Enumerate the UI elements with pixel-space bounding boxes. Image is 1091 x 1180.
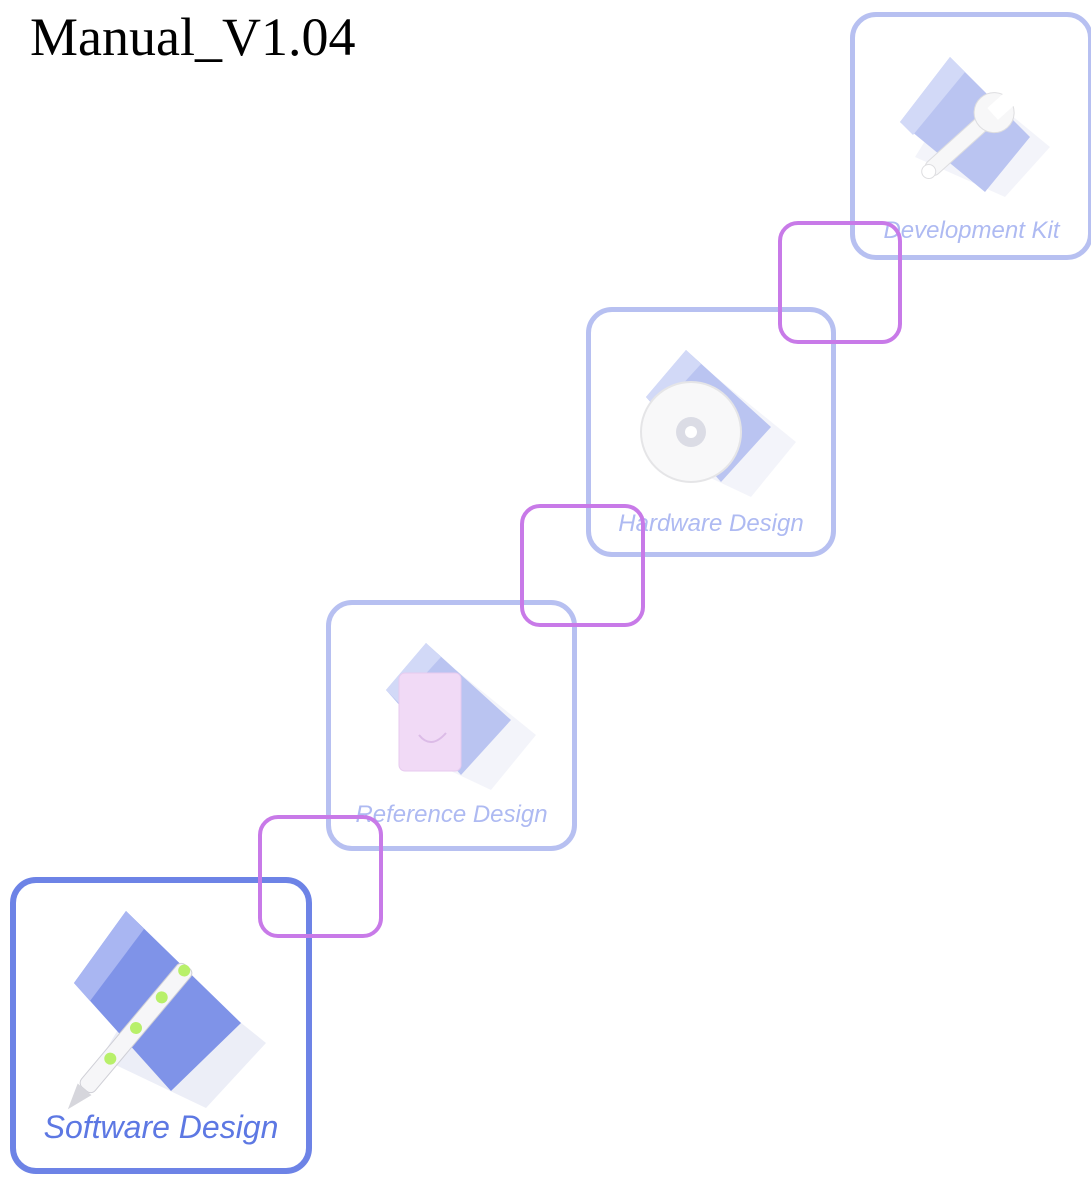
connector-square bbox=[778, 221, 902, 344]
reference-design-label: Reference Design bbox=[355, 801, 548, 828]
folder-wrench-icon bbox=[900, 57, 1050, 197]
page-title: Manual_V1.04 bbox=[30, 7, 356, 67]
hardware-design-label: Hardware Design bbox=[618, 510, 804, 537]
hardware-design-tile[interactable]: Hardware Design bbox=[586, 307, 836, 557]
software-design-label: Software Design bbox=[43, 1109, 279, 1145]
connector-square bbox=[258, 815, 383, 938]
reference-design-tile[interactable]: Reference Design bbox=[326, 600, 577, 851]
folder-pen-icon bbox=[67, 911, 266, 1110]
development-kit-label: Development Kit bbox=[883, 217, 1060, 244]
development-kit-tile[interactable]: Development Kit bbox=[850, 12, 1091, 260]
software-design-tile[interactable]: Software Design bbox=[10, 877, 312, 1174]
connector-square bbox=[520, 504, 645, 627]
folder-document-icon bbox=[386, 643, 536, 790]
folder-cd-icon bbox=[640, 350, 796, 497]
